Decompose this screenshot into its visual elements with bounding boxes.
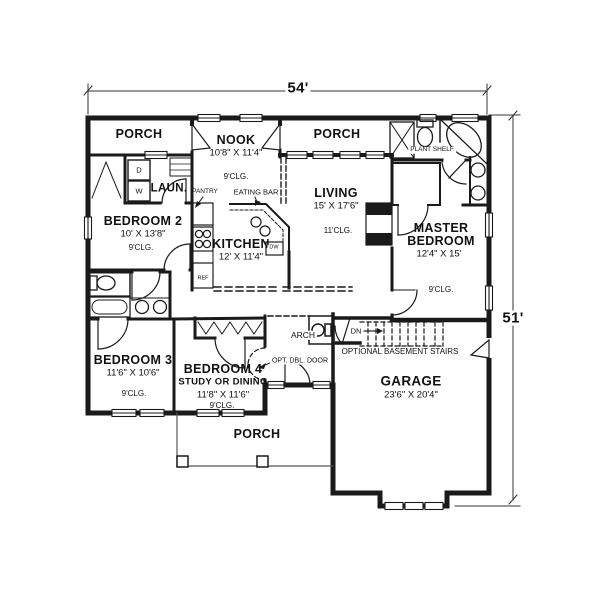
- toilet-tank: [89, 275, 98, 291]
- porch-outline: [176, 412, 334, 468]
- room-ceiling-master: 9'CLG.: [428, 285, 454, 294]
- plant-shelf-label: PLANT SHELF: [408, 145, 456, 154]
- cased-openings: [213, 157, 353, 317]
- room-size-bedroom4: 11'8" X 11'6": [196, 389, 250, 401]
- powder-room: [308, 315, 334, 345]
- room-ceiling-bedroom2: 9'CLG.: [128, 243, 154, 252]
- bathtub: [88, 296, 131, 318]
- range: [192, 226, 214, 252]
- room-size-master: 12'4" X 15': [416, 248, 462, 260]
- room-size-bedroom3: 11'6" X 10'6": [106, 367, 160, 379]
- laundry-appliances: [91, 157, 193, 202]
- eating-bar-counter: [229, 203, 290, 255]
- toilet-bowl: [96, 275, 116, 291]
- room-label-kitchen: KITCHEN: [212, 236, 270, 251]
- porch-post: [256, 455, 269, 468]
- bath-sink: [134, 299, 150, 315]
- dryer-box: [127, 159, 151, 181]
- room-ceiling-nook: 9'CLG.: [223, 172, 249, 181]
- shower: [389, 121, 415, 159]
- corner-tub: [446, 122, 482, 158]
- exterior-walls: [85, 115, 492, 509]
- windows: [83, 113, 494, 511]
- dim-depth-label: 51': [500, 309, 526, 327]
- washer-label: W: [135, 186, 143, 196]
- room-label-master-2: BEDROOM: [407, 233, 475, 248]
- dim-width-label: 54': [285, 79, 311, 97]
- arch-label: ARCH: [288, 329, 318, 340]
- dishwasher-box: [265, 241, 284, 256]
- pantry-label: PANTRY: [192, 187, 218, 195]
- room-label-bedroom4: BEDROOM 4: [183, 361, 263, 376]
- dn-arrow: [363, 328, 383, 334]
- room-label-living: LIVING: [314, 185, 358, 200]
- bedroom4-closet: [197, 321, 263, 335]
- room-label-porch-top-mid: PORCH: [313, 126, 361, 141]
- dn-label: DN: [348, 326, 364, 336]
- room-size-kitchen: 12' X 11'4": [218, 251, 264, 263]
- optional-basement-stairs-label: OPTIONAL BASEMENT STAIRS: [339, 347, 461, 356]
- room-size-living: 15' X 17'6": [313, 200, 359, 212]
- room-sublabel-bedroom4: STUDY OR DINING: [178, 376, 268, 388]
- room-ceiling-bedroom4: 9'CLG.: [209, 401, 235, 410]
- porch-post: [176, 455, 189, 468]
- room-label-porch-bottom: PORCH: [233, 426, 281, 441]
- master-bath-fixtures: [389, 119, 488, 201]
- interior-walls: [86, 116, 492, 415]
- eating-bar-label: EATING BAR: [233, 187, 279, 197]
- master-toilet-bowl: [416, 126, 434, 148]
- room-label-bedroom3: BEDROOM 3: [93, 352, 173, 367]
- dishwasher-label: DW: [267, 244, 281, 251]
- master-sink: [470, 162, 486, 178]
- doors: [97, 122, 490, 386]
- basement-stairs: [359, 321, 444, 347]
- kitchen-cabinets: [192, 196, 290, 289]
- room-label-bedroom2: BEDROOM 2: [103, 213, 183, 228]
- room-size-nook: 10'8" X 11'4": [209, 147, 263, 159]
- room-size-bedroom2: 10' X 13'8": [120, 228, 166, 240]
- room-label-master-1: MASTER: [413, 220, 469, 235]
- room-label-nook: NOOK: [216, 132, 256, 147]
- hall-bath-fixtures: [88, 275, 171, 318]
- washer-box: [127, 180, 151, 202]
- powder-toilet: [311, 323, 325, 337]
- room-label-porch-top-left: PORCH: [115, 126, 163, 141]
- dryer-label: D: [136, 165, 142, 175]
- room-label-laundry: LAUN.: [150, 182, 188, 195]
- opt-dbl-door-label: OPT. DBL. DOOR: [269, 357, 331, 365]
- closet-door: [91, 161, 107, 199]
- room-ceiling-bedroom3: 9'CLG.: [121, 389, 147, 398]
- room-label-garage: GARAGE: [380, 373, 442, 389]
- room-ceiling-living: 11'CLG.: [323, 226, 353, 235]
- room-size-garage: 23'6" X 20'4": [384, 389, 438, 401]
- fireplace: [365, 202, 393, 246]
- kitchen-sink: [250, 216, 262, 228]
- refrigerator-label: REF: [197, 275, 209, 282]
